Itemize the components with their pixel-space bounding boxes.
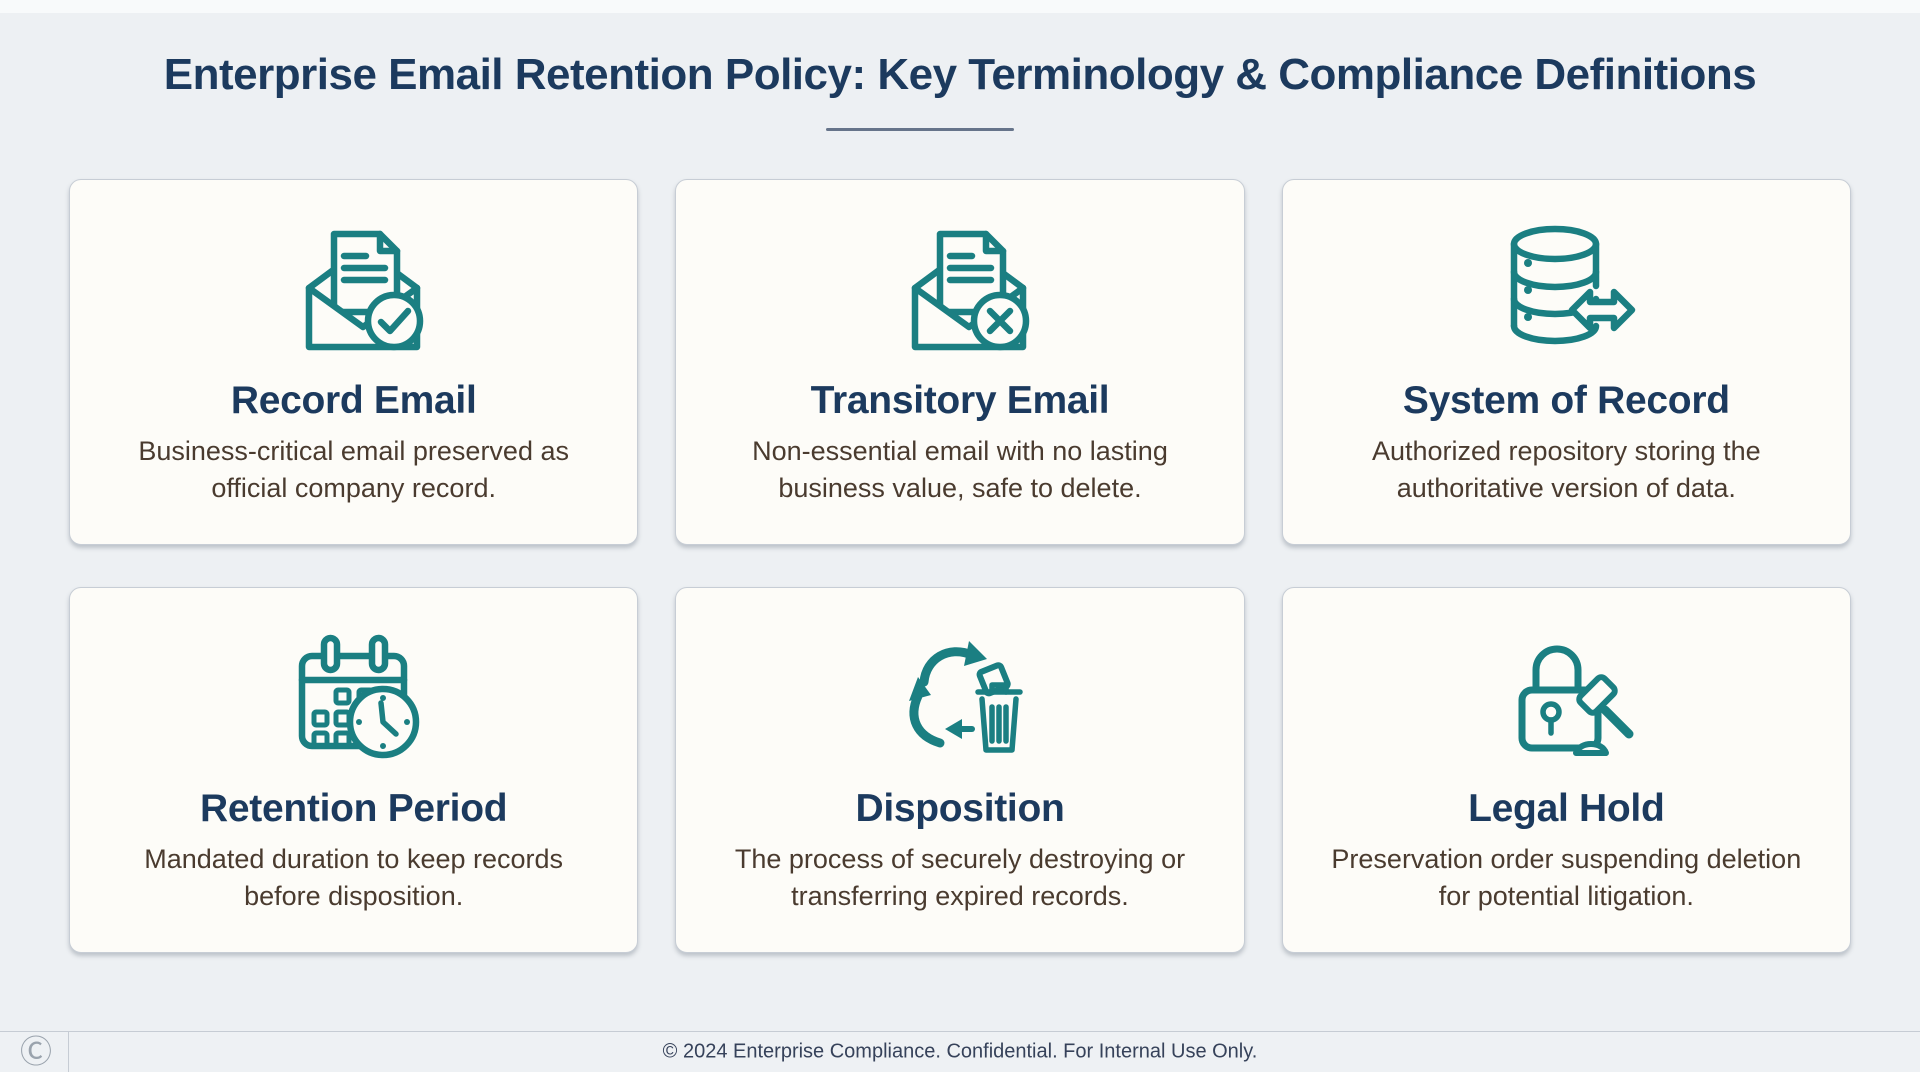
card-description: Authorized repository storing the author… — [1371, 436, 1761, 503]
footer-text: © 2024 Enterprise Compliance. Confidenti… — [662, 1040, 1258, 1063]
envelope-document-check-icon — [305, 230, 423, 351]
copyright-logo-icon: Ⓒ — [20, 1032, 53, 1071]
card-grid: Record Email Business-critical email pre… — [69, 179, 1851, 953]
card-title: Legal Hold — [1468, 787, 1665, 830]
lock-gavel-icon — [1518, 645, 1634, 756]
envelope-document-x-icon — [911, 230, 1030, 351]
calendar-clock-icon — [298, 634, 419, 759]
card-legal-hold: Legal Hold Preservation order suspending… — [1281, 587, 1851, 953]
footer-divider — [68, 1032, 69, 1072]
card-title: Disposition — [855, 787, 1065, 830]
card-description: Business-critical email preserved as off… — [138, 436, 569, 503]
card-record-email: Record Email Business-critical email pre… — [69, 179, 639, 545]
footer: Ⓒ © 2024 Enterprise Compliance. Confiden… — [0, 1031, 1920, 1072]
card-description: Preservation order suspending deletion f… — [1331, 844, 1802, 911]
card-system-of-record: System of Record Authorized repository s… — [1281, 179, 1851, 545]
card-title: Retention Period — [200, 787, 508, 830]
card-description: Non-essential email with no lasting busi… — [752, 436, 1168, 503]
title-underline — [826, 128, 1014, 131]
top-strip — [0, 0, 1920, 13]
database-sync-arrow-icon — [1511, 225, 1636, 345]
card-description: The process of securely destroying or tr… — [734, 844, 1186, 911]
card-disposition: Disposition The process of securely dest… — [675, 587, 1245, 953]
page-title: Enterprise Email Retention Policy: Key T… — [163, 50, 1757, 99]
recycle-trash-icon — [908, 641, 1023, 753]
card-title: Transitory Email — [810, 379, 1110, 422]
card-title: System of Record — [1402, 379, 1730, 422]
card-description: Mandated duration to keep records before… — [144, 844, 564, 911]
card-title: Record Email — [230, 379, 477, 422]
card-retention-period: Retention Period Mandated duration to ke… — [69, 587, 639, 953]
card-transitory-email: Transitory Email Non-essential email wit… — [675, 179, 1245, 545]
